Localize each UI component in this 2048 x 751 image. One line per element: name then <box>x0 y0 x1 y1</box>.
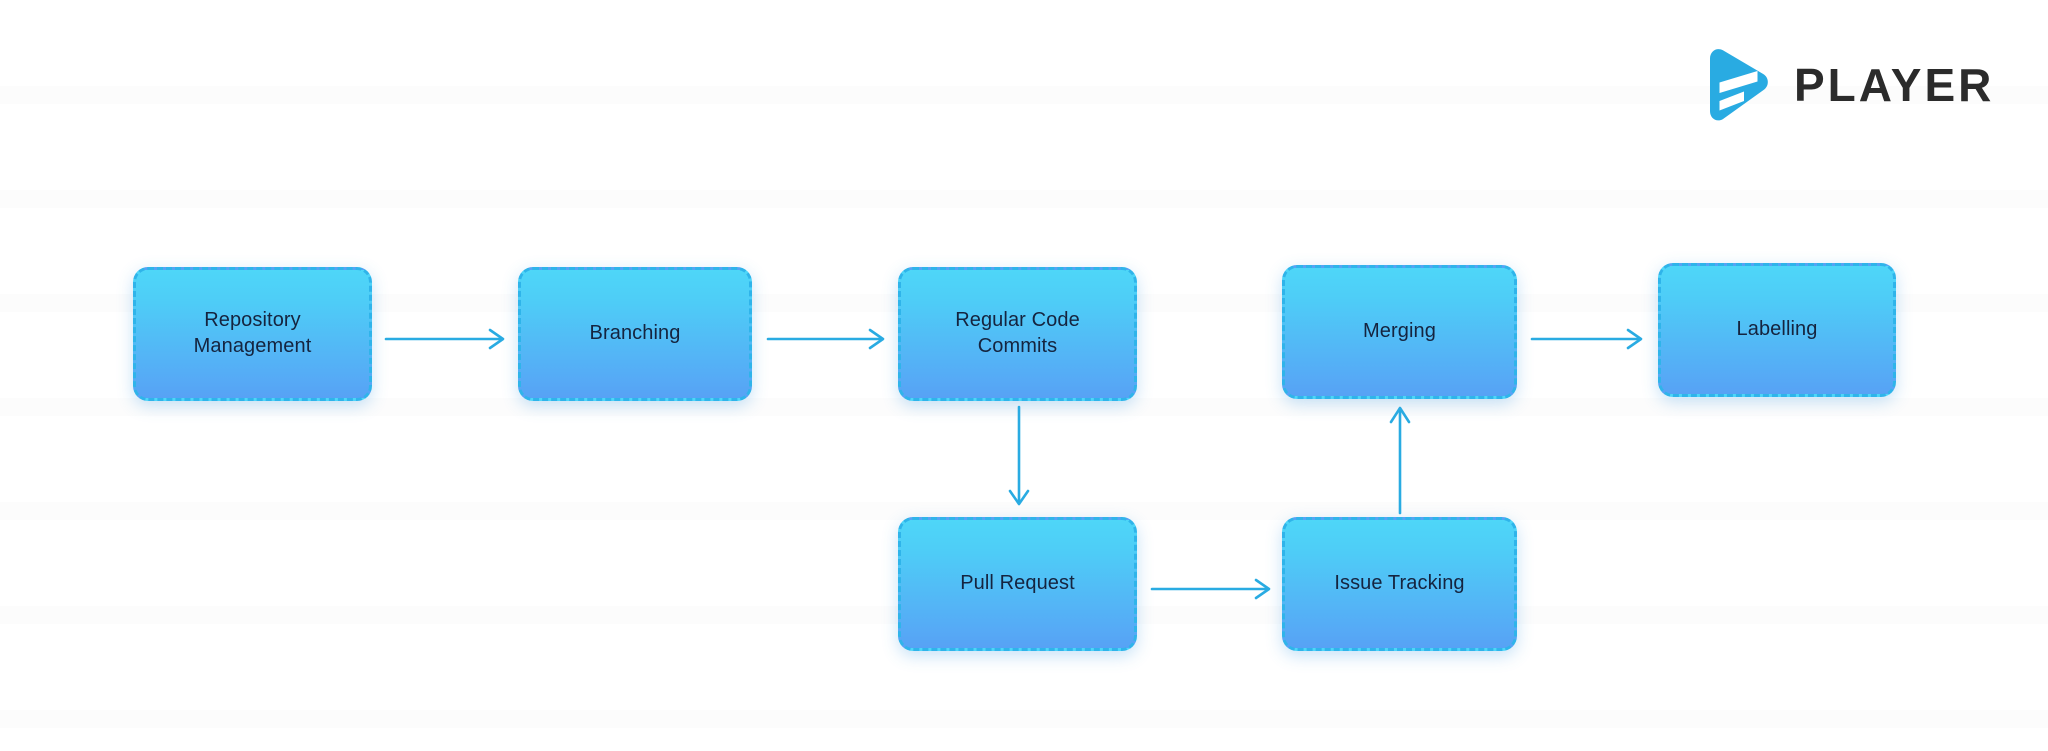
node-label: Merging <box>1363 320 1436 343</box>
node-label: Branching <box>589 322 681 345</box>
node-label: Repository Management <box>193 309 312 357</box>
node-label: Issue Tracking <box>1334 572 1465 595</box>
node-branching[interactable]: Branching <box>518 267 752 401</box>
arrow-issue-tracking-to-merging <box>1389 406 1411 515</box>
arrow-branching-to-regular-code-commits <box>766 328 885 350</box>
node-labelling[interactable]: Labelling <box>1658 263 1896 397</box>
node-label: Regular Code Commits <box>955 309 1080 357</box>
node-pull-request[interactable]: Pull Request <box>898 517 1137 651</box>
node-label: Pull Request <box>960 572 1075 595</box>
arrow-repository-management-to-branching <box>384 328 505 350</box>
node-issue-tracking[interactable]: Issue Tracking <box>1282 517 1517 651</box>
arrow-merging-to-labelling <box>1530 328 1643 350</box>
brand-logo: PLAYER <box>1700 46 1994 124</box>
arrow-regular-code-commits-to-pull-request <box>1008 405 1030 506</box>
node-label: Labelling <box>1736 318 1818 341</box>
brand-wordmark: PLAYER <box>1794 59 1995 111</box>
arrow-pull-request-to-issue-tracking <box>1150 578 1271 600</box>
node-merging[interactable]: Merging <box>1282 265 1517 399</box>
node-repository-management[interactable]: Repository Management <box>133 267 372 401</box>
player-play-mark-icon <box>1710 49 1768 121</box>
node-regular-code-commits[interactable]: Regular Code Commits <box>898 267 1137 401</box>
